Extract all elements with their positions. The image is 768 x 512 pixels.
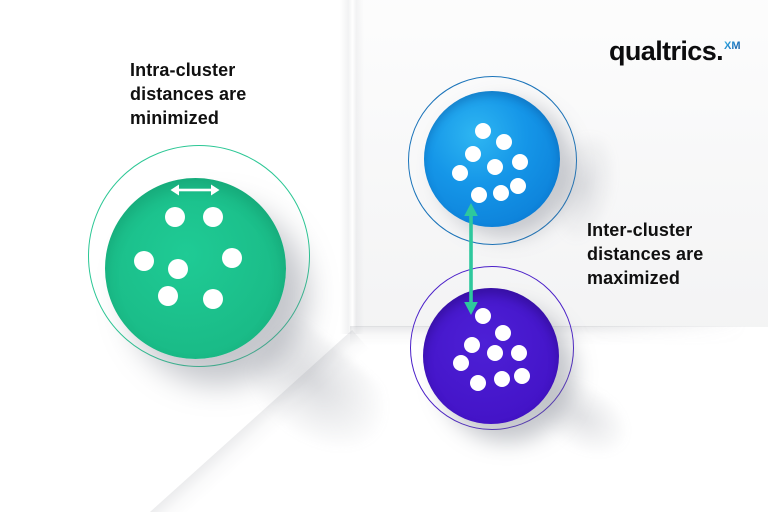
qualtrics-xm-superscript: XM <box>724 40 741 52</box>
intra-cluster-circle <box>105 178 286 359</box>
intra-distance-arrow-icon <box>170 184 220 196</box>
inter-distance-arrow-icon <box>464 203 478 315</box>
inter-cluster-bottom-circle <box>423 288 559 424</box>
inter-cluster-top-circle <box>424 91 560 227</box>
intra-cluster-ring <box>88 145 310 367</box>
qualtrics-wordmark: qualtrics. <box>609 36 724 66</box>
inter-cluster-bottom-ring <box>410 266 574 430</box>
inter-cluster-top-ring <box>408 76 577 245</box>
inter-cluster-label: Inter-cluster distances are maximized <box>587 220 704 288</box>
intra-cluster-label: Intra-cluster distances are minimized <box>130 60 247 128</box>
qualtrics-logo: qualtrics.XM <box>609 36 759 70</box>
background-corner-crease <box>340 0 364 334</box>
